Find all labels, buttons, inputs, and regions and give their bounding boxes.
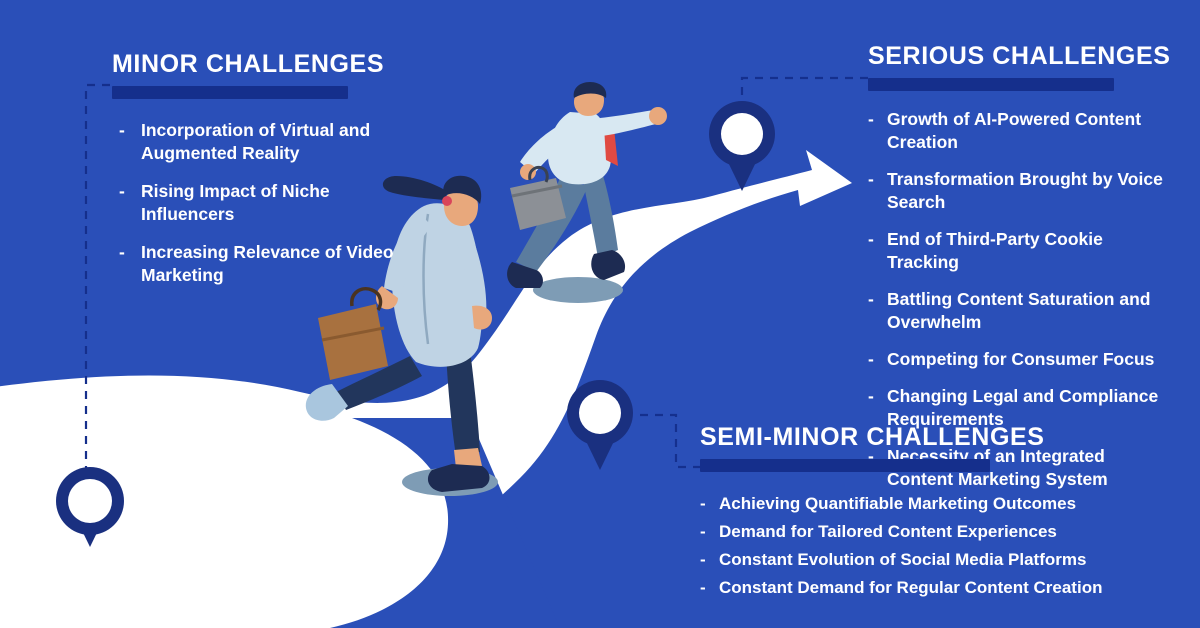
bullet-dash: - bbox=[868, 229, 874, 249]
man-back-arm bbox=[520, 122, 574, 174]
woman-back-shoe bbox=[305, 384, 348, 421]
bullet-dash: - bbox=[868, 446, 874, 466]
bullet-dash: - bbox=[868, 169, 874, 189]
list-item: -Growth of AI-Powered Content Creation bbox=[868, 108, 1168, 154]
list-item: -Rising Impact of Niche Influencers bbox=[112, 180, 412, 226]
bullet-dash: - bbox=[700, 522, 706, 541]
map-pin-serious bbox=[709, 101, 775, 191]
bullet-dash: - bbox=[868, 386, 874, 406]
list-item: -Competing for Consumer Focus bbox=[868, 348, 1168, 371]
minor-challenges-underline bbox=[112, 86, 348, 99]
man-front-shoe bbox=[591, 250, 626, 280]
list-item-label: Transformation Brought by Voice Search bbox=[887, 169, 1163, 212]
woman-head bbox=[444, 190, 478, 226]
man-shadow bbox=[533, 277, 623, 303]
man-briefcase-line bbox=[511, 184, 563, 198]
serious-challenges-title: SERIOUS CHALLENGES bbox=[868, 42, 1171, 70]
man-back-hand bbox=[520, 164, 536, 180]
list-item-label: Battling Content Saturation and Overwhel… bbox=[887, 289, 1151, 332]
list-item-label: Constant Evolution of Social Media Platf… bbox=[719, 550, 1087, 569]
road-lower-cutout bbox=[330, 418, 560, 628]
list-item: -Increasing Relevance of Video Marketing bbox=[112, 241, 412, 287]
man-back-leg bbox=[516, 178, 588, 272]
connector-semi-minor bbox=[640, 413, 706, 469]
list-item: -Achieving Quantifiable Marketing Outcom… bbox=[700, 492, 1120, 516]
list-item: -Incorporation of Virtual and Augmented … bbox=[112, 119, 412, 165]
semi-minor-challenges-title: SEMI-MINOR CHALLENGES bbox=[700, 423, 1045, 451]
minor-challenges-list: -Incorporation of Virtual and Augmented … bbox=[112, 119, 412, 287]
woman-bag bbox=[318, 304, 388, 380]
list-item: -Demand for Tailored Content Experiences bbox=[700, 520, 1120, 544]
woman-ankle bbox=[454, 448, 482, 468]
woman-front-shoe bbox=[427, 464, 490, 492]
woman-back-leg bbox=[336, 356, 422, 410]
road-lower-field bbox=[0, 383, 470, 628]
list-item-label: Increasing Relevance of Video Marketing bbox=[141, 242, 394, 285]
man-briefcase bbox=[510, 178, 566, 230]
list-item-label: Rising Impact of Niche Influencers bbox=[141, 181, 330, 224]
serious-challenges-underline bbox=[868, 78, 1114, 91]
section-serious-challenges: SERIOUS CHALLENGES -Growth of AI-Powered… bbox=[868, 42, 1171, 505]
list-item: -Transformation Brought by Voice Search bbox=[868, 168, 1168, 214]
list-item-label: Achieving Quantifiable Marketing Outcome… bbox=[719, 494, 1077, 513]
man-tie bbox=[604, 126, 618, 166]
list-item-label: Growth of AI-Powered Content Creation bbox=[887, 109, 1142, 152]
woman-front-hand bbox=[472, 305, 492, 330]
woman-hair-tie bbox=[442, 196, 452, 206]
list-item: -Constant Evolution of Social Media Plat… bbox=[700, 548, 1120, 572]
man-front-hand bbox=[649, 107, 667, 125]
section-minor-challenges: MINOR CHALLENGES -Incorporation of Virtu… bbox=[112, 52, 412, 302]
bullet-dash: - bbox=[119, 120, 125, 140]
semi-minor-challenges-underline bbox=[700, 459, 990, 472]
bullet-dash: - bbox=[868, 289, 874, 309]
list-item: -End of Third-Party Cookie Tracking bbox=[868, 228, 1168, 274]
list-item: -Changing Legal and Compliance Requireme… bbox=[868, 385, 1168, 431]
woman-ponytail bbox=[382, 176, 448, 200]
bullet-dash: - bbox=[119, 242, 125, 262]
map-pin-semi-minor bbox=[567, 380, 633, 470]
woman-bag-handle bbox=[350, 287, 383, 311]
list-item-label: Competing for Consumer Focus bbox=[887, 349, 1155, 369]
list-item-label: Incorporation of Virtual and Augmented R… bbox=[141, 120, 371, 163]
bullet-dash: - bbox=[700, 494, 706, 513]
minor-challenges-title: MINOR CHALLENGES bbox=[112, 50, 385, 78]
man-front-leg bbox=[582, 172, 618, 258]
man-back-shoe bbox=[507, 262, 543, 288]
man-briefcase-handle bbox=[528, 166, 549, 183]
map-pin-minor bbox=[56, 467, 124, 547]
list-item: -Battling Content Saturation and Overwhe… bbox=[868, 288, 1168, 334]
connector-minor bbox=[84, 83, 110, 470]
woman-back-arm bbox=[384, 214, 432, 294]
woman-front-arm bbox=[454, 230, 487, 318]
list-item-label: Demand for Tailored Content Experiences bbox=[719, 522, 1057, 541]
man-head bbox=[574, 88, 604, 116]
connector-serious bbox=[740, 76, 872, 110]
bullet-dash: - bbox=[868, 109, 874, 129]
list-item-label: Changing Legal and Compliance Requiremen… bbox=[887, 386, 1159, 429]
list-item: -Constant Demand for Regular Content Cre… bbox=[700, 576, 1120, 600]
list-item-label: End of Third-Party Cookie Tracking bbox=[887, 229, 1103, 272]
serious-challenges-list: -Growth of AI-Powered Content Creation -… bbox=[868, 108, 1168, 491]
list-item-label: Constant Demand for Regular Content Crea… bbox=[719, 578, 1103, 597]
bullet-dash: - bbox=[700, 550, 706, 569]
businessman-running bbox=[507, 82, 667, 303]
bullet-dash: - bbox=[700, 578, 706, 597]
semi-minor-challenges-list: -Achieving Quantifiable Marketing Outcom… bbox=[700, 492, 1120, 600]
bullet-dash: - bbox=[119, 181, 125, 201]
woman-bag-line bbox=[321, 326, 385, 342]
woman-front-leg bbox=[446, 350, 480, 456]
bullet-dash: - bbox=[868, 349, 874, 369]
section-semi-minor-challenges: SEMI-MINOR CHALLENGES -Achieving Quantif… bbox=[700, 425, 1120, 604]
woman-hair bbox=[443, 175, 482, 204]
man-front-arm bbox=[600, 110, 656, 136]
businesswoman-running bbox=[305, 175, 498, 496]
man-hair bbox=[573, 82, 607, 98]
